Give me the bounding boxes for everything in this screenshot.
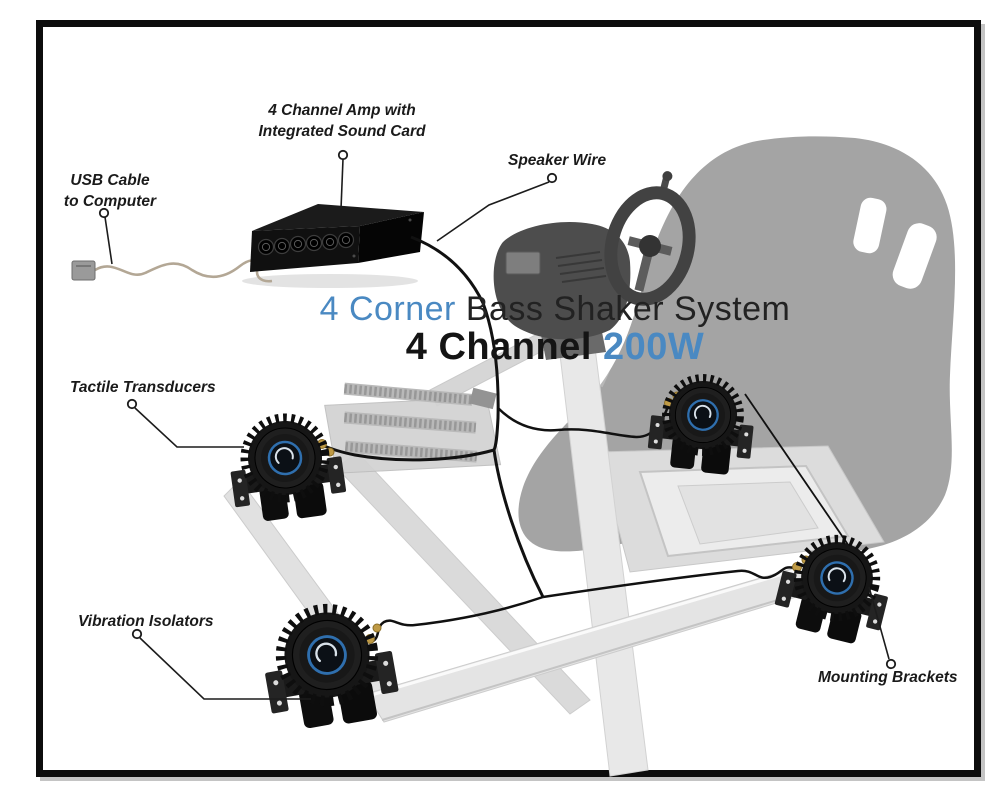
image-border-frame xyxy=(36,20,981,777)
title-line1: 4 Corner Bass Shaker System xyxy=(200,291,910,327)
callout-amp-line2: Integrated Sound Card xyxy=(258,123,426,140)
leader-speaker-wire xyxy=(436,181,550,242)
callout-amp: 4 Channel Amp with Integrated Sound Card xyxy=(257,100,427,142)
callout-usb-line2: to Computer xyxy=(63,193,157,210)
diagram-title: 4 Corner Bass Shaker System 4 Channel 20… xyxy=(200,291,910,367)
callout-usb-line1: USB Cable xyxy=(70,172,150,189)
amp-top-face xyxy=(252,204,424,231)
leader-dots xyxy=(98,149,897,670)
wheelbase-display xyxy=(505,251,541,275)
callout-mounting-brackets: Mounting Brackets xyxy=(818,669,958,686)
callout-usb: USB Cable to Computer xyxy=(55,170,165,212)
title-line1-rest: Bass Shaker System xyxy=(455,290,791,328)
wheel-base xyxy=(493,222,631,360)
steering-wheel xyxy=(604,171,696,306)
leader-amp xyxy=(340,158,344,210)
title-line2-accent: 200W xyxy=(591,326,705,368)
title-line1-accent: 4 Corner xyxy=(319,290,456,328)
amp-shadow xyxy=(242,274,418,288)
leader-mounting xyxy=(868,586,890,660)
pedal-assembly xyxy=(324,382,502,474)
speaker-wire-harness xyxy=(323,235,852,643)
usb-connector xyxy=(71,260,96,281)
callout-amp-line1: 4 Channel Amp with xyxy=(268,102,416,119)
leader-usb xyxy=(104,216,113,265)
leader-lines xyxy=(104,158,890,700)
title-line2: 4 Channel 200W xyxy=(200,327,910,367)
title-line2-bold: 4 Channel xyxy=(405,326,592,368)
callout-speaker-wire: Speaker Wire xyxy=(508,152,607,169)
amp-knobs xyxy=(257,231,355,256)
sim-rig-photo xyxy=(223,136,956,777)
callout-vibration-isolators: Vibration Isolators xyxy=(78,613,214,630)
wire-rear-to-right xyxy=(744,393,852,550)
usb-cable xyxy=(94,259,273,283)
leader-tactile xyxy=(134,407,244,448)
amp-unit xyxy=(250,204,424,272)
seat-base-platform xyxy=(597,445,885,573)
callout-tactile-transducers: Tactile Transducers xyxy=(70,379,216,396)
racing-seat-silhouette xyxy=(518,136,956,553)
seat-harness-hole xyxy=(892,223,937,289)
amp-right-face xyxy=(358,212,424,263)
leader-vibration xyxy=(139,637,311,700)
seat-harness-hole xyxy=(853,197,887,254)
